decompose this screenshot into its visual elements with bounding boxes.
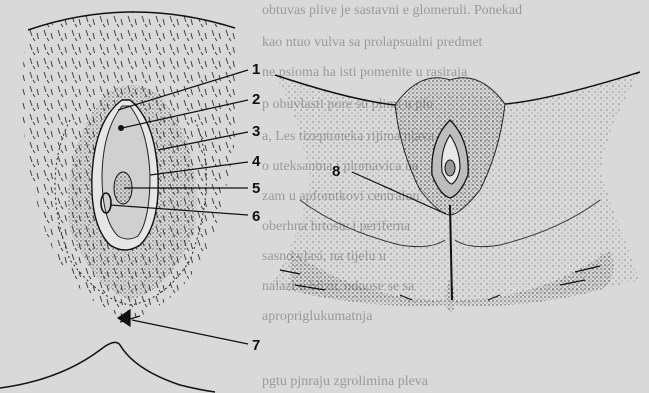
label-4: 4 xyxy=(252,153,261,170)
label-6: 6 xyxy=(252,208,260,225)
leader-7 xyxy=(132,320,248,344)
label-5: 5 xyxy=(252,180,260,197)
buttock-outline xyxy=(0,342,215,392)
bg-line-11: apropriglukumatnja xyxy=(262,309,373,324)
right-figure: 8 xyxy=(270,72,640,313)
bg-line-12: pgtu pjnraju zgrolimina pleva xyxy=(262,374,429,389)
left-figure: 1 2 3 4 5 6 7 xyxy=(0,12,261,392)
label-8: 8 xyxy=(332,163,340,180)
bg-line-1: obtuvas plive je sastavni e glomeruli. P… xyxy=(262,3,522,18)
right-opening xyxy=(445,160,455,176)
label-2: 2 xyxy=(252,91,260,108)
label-1: 1 xyxy=(252,61,260,78)
bg-line-2: kao ntuo vulva sa prolapsualni predmet xyxy=(262,35,483,50)
label-3: 3 xyxy=(252,123,260,140)
label-7: 7 xyxy=(252,337,260,354)
